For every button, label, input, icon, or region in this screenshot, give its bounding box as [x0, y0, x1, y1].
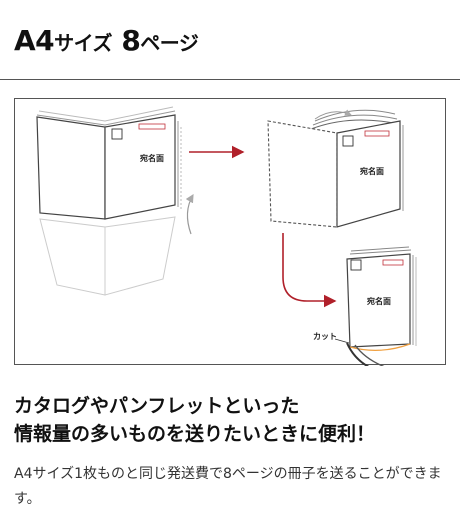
step3-photo-box — [350, 259, 362, 271]
title-a4: A4 — [14, 24, 55, 57]
step2-photo-box — [342, 135, 354, 147]
headline: カタログやパンフレットといった 情報量の多いものを送りたいときに便利！ — [14, 392, 375, 448]
page-title: A4サイズ 8ページ — [14, 24, 199, 57]
step3-stamp — [382, 259, 404, 266]
step1-stamp — [138, 123, 166, 130]
headline-line1: カタログやパンフレットといった — [14, 395, 300, 417]
folding-diagram-svg: 宛名面 宛名面 — [36, 106, 417, 366]
title-pages: ページ — [140, 31, 199, 55]
folding-diagram: 宛名面 宛名面 — [14, 98, 446, 366]
cut-label: カット — [313, 332, 337, 341]
step1-photo-box — [111, 128, 123, 140]
step1-addressee: 宛名面 — [139, 153, 164, 163]
step3-addressee: 宛名面 — [366, 296, 391, 306]
headline-line2: 情報量の多いものを送りたいときに便利！ — [14, 423, 376, 445]
step2-stamp — [364, 130, 390, 137]
step2-booklet: 宛名面 — [267, 109, 404, 228]
step2-arrow — [282, 233, 337, 308]
step2-addressee: 宛名面 — [359, 166, 384, 176]
title-eight: 8 — [121, 24, 141, 57]
title-size: サイズ — [54, 31, 113, 55]
description: A4サイズ1枚ものと同じ発送費で8ページの冊子を送ることができます。 — [14, 466, 442, 507]
step3-booklet: 宛名面 カット — [313, 246, 417, 366]
title-divider — [0, 79, 460, 80]
step1-booklet: 宛名面 — [36, 106, 194, 296]
